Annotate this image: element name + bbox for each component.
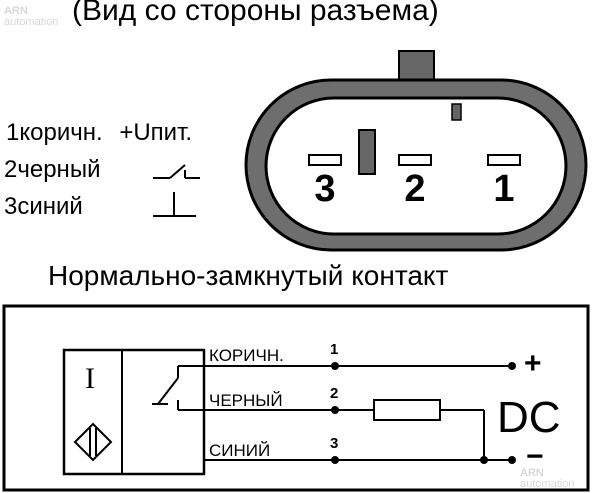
pin-number-3: 3 xyxy=(314,168,336,210)
pin-contact-1 xyxy=(487,154,521,166)
pin-contact-2 xyxy=(398,154,432,166)
legend-num-3: 3 xyxy=(4,193,18,220)
watermark-top: ARN automation xyxy=(4,6,58,28)
legend-num-2: 2 xyxy=(4,156,18,183)
supply-minus-dot xyxy=(508,456,516,464)
ground-symbol xyxy=(153,192,196,217)
wire-number-3: 3 xyxy=(330,435,339,452)
view-caption: (Вид со стороны разъема) xyxy=(72,0,439,27)
load-resistor xyxy=(373,399,441,421)
watermark-brand: ARN xyxy=(4,5,28,17)
watermark-sub-2: automation xyxy=(520,478,575,490)
watermark-brand-2: ARN xyxy=(520,467,544,479)
legend-row-3: 3синий xyxy=(4,195,83,219)
legend-num-1: 1 xyxy=(6,119,20,146)
pin-number-2: 2 xyxy=(404,168,426,210)
legend-row-2: 2черный xyxy=(4,158,100,182)
wire-label-brown: КОРИЧН. xyxy=(209,346,284,365)
pin-contact-3 xyxy=(308,154,342,166)
legend-function-1: +Uпит. xyxy=(119,119,193,146)
legend-label-1: коричн. xyxy=(19,119,103,146)
supply-plus-dot xyxy=(508,362,516,370)
terminal-3-dot xyxy=(331,456,339,464)
wire-label-black: ЧЕРНЫЙ xyxy=(209,391,283,410)
connector-notch xyxy=(451,103,462,121)
schematic-frame xyxy=(2,304,590,492)
sensor-body xyxy=(62,348,206,476)
junction-dot xyxy=(480,456,488,464)
supply-plus-sign: + xyxy=(524,347,542,380)
contact-type-title: Нормально-замкнутый контакт xyxy=(48,260,449,291)
wire-number-2: 2 xyxy=(330,385,339,402)
watermark-bottom: ARN automation xyxy=(520,468,574,490)
watermark-sub: automation xyxy=(4,16,59,28)
sensor-symbol: I xyxy=(85,362,95,395)
legend-label-2: черный xyxy=(17,156,101,183)
connector-polarizing-bar xyxy=(358,129,376,175)
nc-contact-symbol xyxy=(152,366,179,410)
supply-type-label: DC xyxy=(497,393,561,442)
pin-number-1: 1 xyxy=(493,168,515,210)
legend-label-3: синий xyxy=(17,193,83,220)
wire-number-1: 1 xyxy=(330,341,339,358)
wire-label-blue: СИНИЙ xyxy=(209,441,271,460)
terminal-2-dot xyxy=(331,406,339,414)
wire-black xyxy=(178,409,485,460)
inductive-sensor-icon xyxy=(73,422,113,462)
legend-row-1: 1коричн. +Uпит. xyxy=(6,121,192,145)
no-contact-symbol xyxy=(153,164,200,179)
supply-minus-sign: − xyxy=(526,440,544,473)
terminal-1-dot xyxy=(331,362,339,370)
